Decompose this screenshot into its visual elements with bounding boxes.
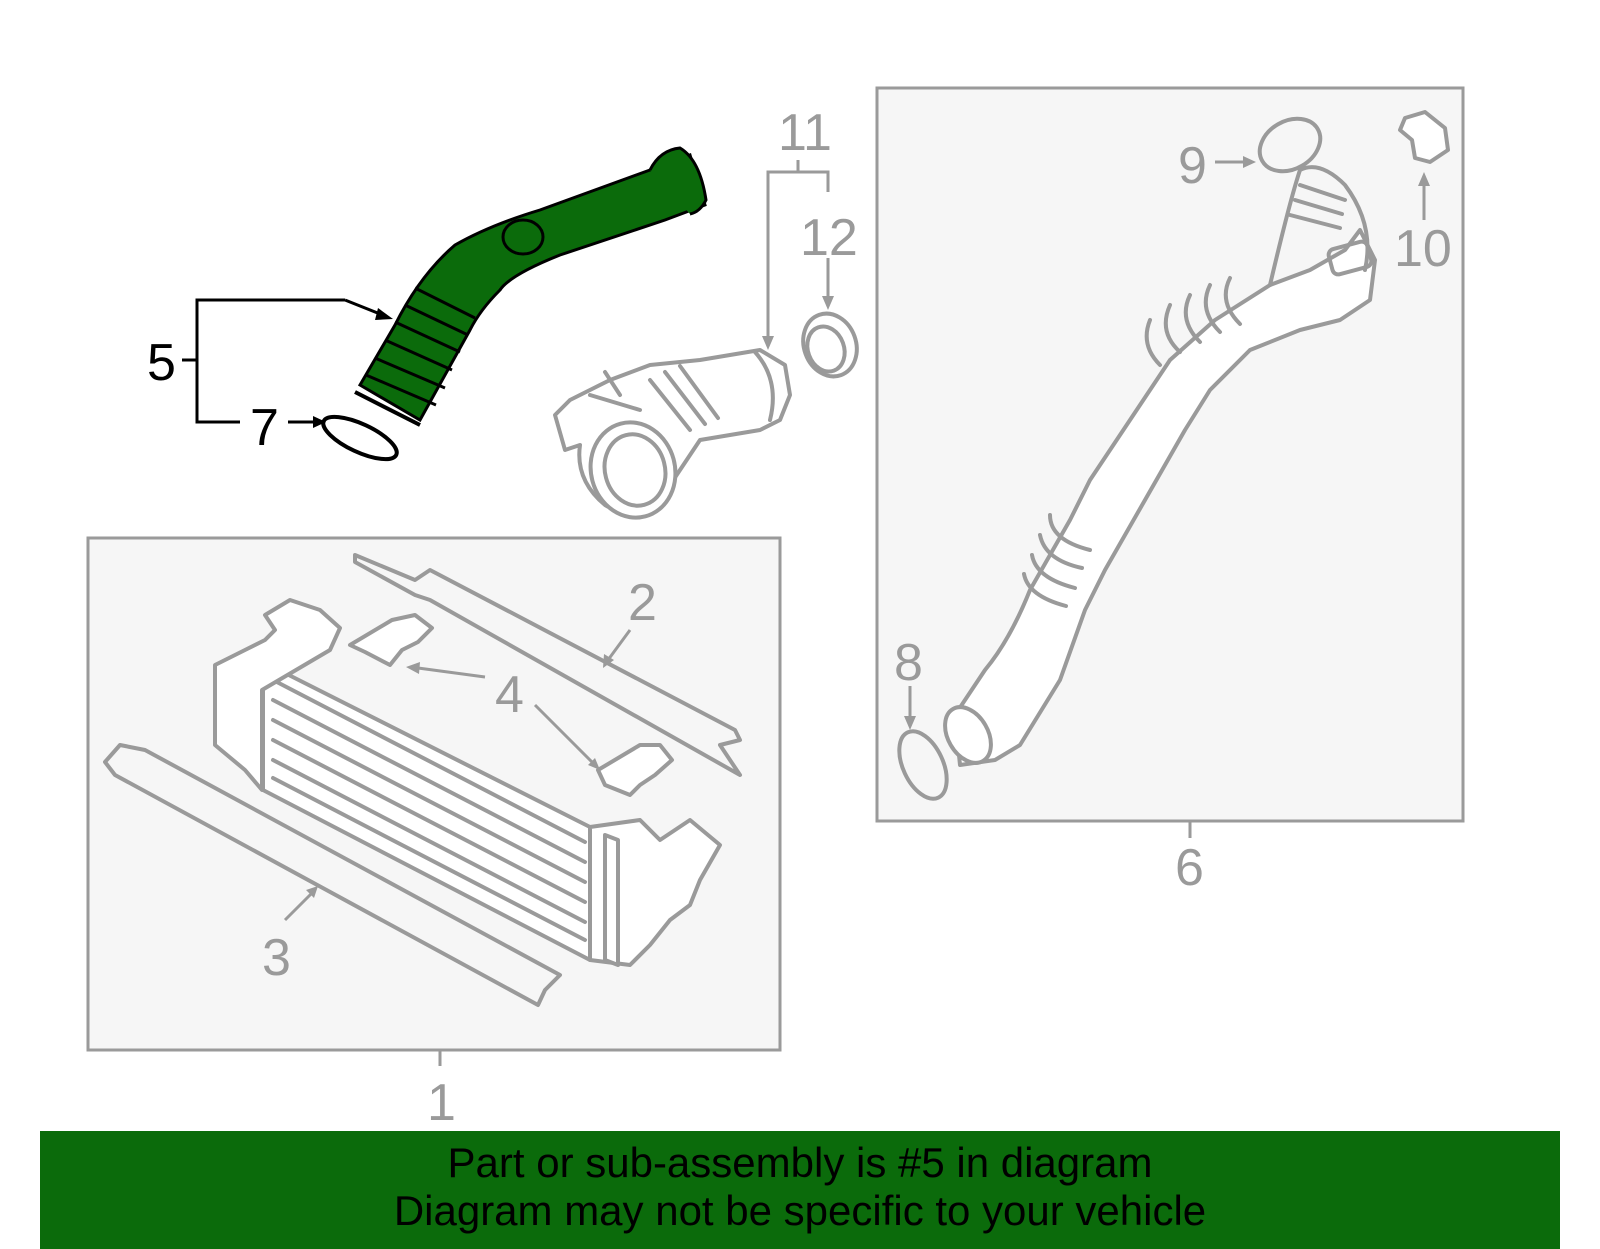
callout-11: 11 <box>778 104 832 162</box>
arrowhead-icon <box>762 336 774 350</box>
banner-line-part-number: Part or sub-assembly is #5 in diagram <box>447 1139 1153 1186</box>
callout-7: 7 <box>250 399 279 457</box>
o-ring-part-7[interactable] <box>318 408 402 467</box>
callout-bracket-5-7 <box>182 298 386 424</box>
brackets-part-4[interactable] <box>348 613 674 797</box>
callout-1: 1 <box>427 1074 456 1132</box>
callout-10: 10 <box>1394 220 1452 278</box>
intake-elbow-part-11[interactable] <box>553 348 792 527</box>
air-deflector-part-3[interactable] <box>103 743 562 1007</box>
callout-9: 9 <box>1178 137 1207 195</box>
arrowhead-icon <box>1243 156 1256 168</box>
arrowhead-icon <box>313 416 326 428</box>
arrowhead-icon <box>603 654 614 668</box>
sensor-part-10[interactable] <box>1398 110 1450 164</box>
arrowhead-icon <box>1418 172 1430 186</box>
arrowhead-icon <box>904 716 916 730</box>
charge-pipe-part-6[interactable] <box>936 165 1377 771</box>
banner-line-disclaimer: Diagram may not be specific to your vehi… <box>393 1187 1207 1234</box>
leader-4a <box>417 666 486 679</box>
callout-2: 2 <box>628 574 657 632</box>
callout-4: 4 <box>495 666 524 724</box>
arrowhead-icon <box>588 758 600 770</box>
callout-8: 8 <box>894 634 923 692</box>
callout-bracket-11-12 <box>766 160 830 338</box>
arrowhead-icon <box>306 886 318 898</box>
intercooler-core[interactable] <box>213 598 722 967</box>
arrowhead-icon <box>822 296 834 310</box>
o-ring-part-9[interactable] <box>1250 108 1329 182</box>
callout-12: 12 <box>800 209 858 267</box>
air-deflector-part-2[interactable] <box>353 553 742 777</box>
arrowhead-icon <box>375 308 393 320</box>
callout-5: 5 <box>147 334 176 392</box>
highlighted-hose-part-5[interactable] <box>354 146 708 427</box>
leader-3 <box>283 891 314 922</box>
o-ring-part-8[interactable] <box>890 724 957 806</box>
leader-2 <box>606 629 632 661</box>
callout-6: 6 <box>1175 839 1204 897</box>
info-banner: Part or sub-assembly is #5 in diagram Di… <box>40 1131 1560 1249</box>
arrowhead-icon <box>406 662 420 674</box>
leader-4b <box>533 703 594 764</box>
ring-part-12[interactable] <box>795 306 866 384</box>
callout-3: 3 <box>262 929 291 987</box>
